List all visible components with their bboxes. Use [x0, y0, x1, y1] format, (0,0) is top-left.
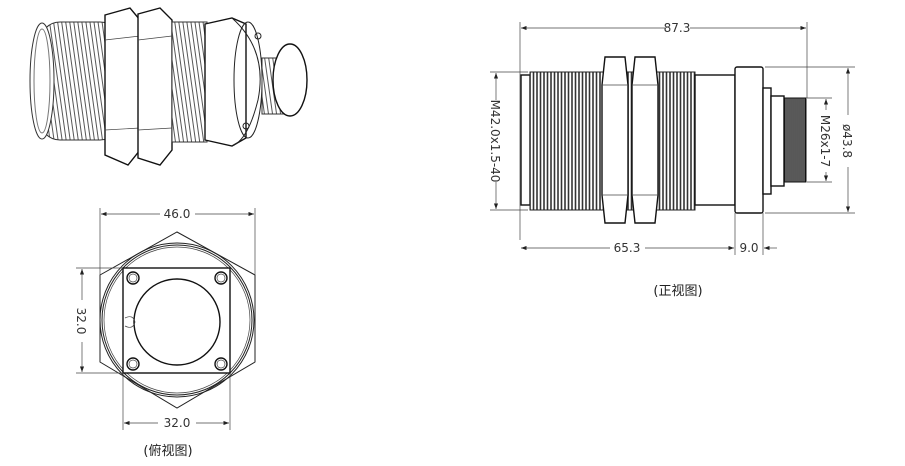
dim-main-thread: M42.0x1.5-40 [488, 100, 502, 183]
dim-body-length: 65.3 [614, 241, 641, 255]
dim-square-width: 32.0 [164, 416, 191, 430]
dim-overall-length: 87.3 [664, 21, 691, 35]
top-view-caption: (俯视图) [143, 443, 192, 459]
dim-square-height: 32.0 [74, 308, 88, 335]
3d-connector-view [29, 7, 308, 166]
dim-flange-diameter: ø43.8 [840, 124, 854, 158]
dim-rear-thread: M26x1-7 [818, 115, 832, 167]
front-view: 87.3 65.3 9.0 M42.0x1.5-40 M26x1-7 ø43.8… [488, 21, 855, 299]
front-view-caption: (正视图) [653, 284, 702, 299]
top-view: 46.0 32.0 32.0 (俯视图) [74, 207, 256, 459]
dim-flange-length: 9.0 [739, 241, 758, 255]
dim-hex-width: 46.0 [164, 207, 191, 221]
